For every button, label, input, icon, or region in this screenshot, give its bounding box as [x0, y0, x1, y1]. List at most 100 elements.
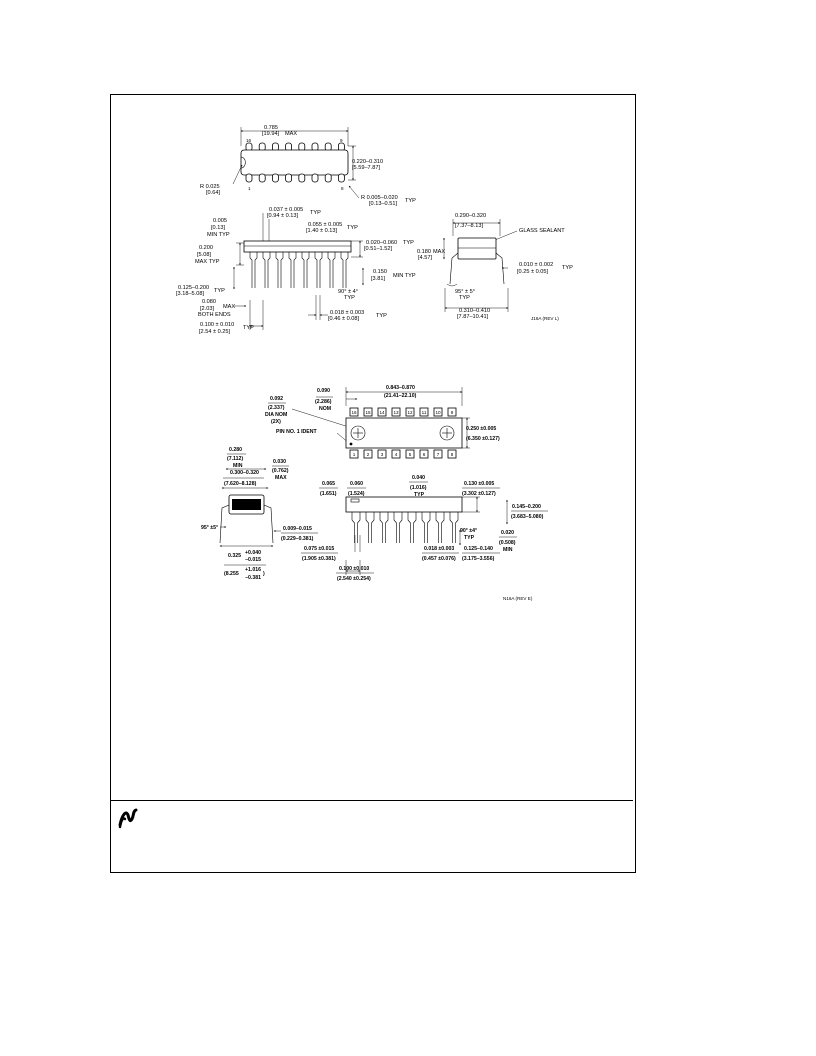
- cerdip-pin16: 16: [246, 138, 252, 143]
- pdip-hole-left: [350, 425, 366, 441]
- cerdip-corner-radius-in: R 0.005–0.020: [361, 195, 398, 201]
- pdip-top-view: 0.843–0.870 (21.41–22.10) 0.090 (2.286) …: [265, 385, 500, 459]
- national-semiconductor-logo: [118, 808, 138, 829]
- pdip-top-pin-label: 12: [407, 410, 413, 415]
- pdip-side-lead-left: [219, 504, 230, 544]
- cerdip-pitch-typ: TYP: [243, 325, 254, 331]
- cerdip-side-lead-left: [449, 252, 459, 285]
- pdip-side-angle: 95° ±5°: [201, 525, 218, 531]
- pdip-front-lead: [449, 512, 453, 543]
- cerdip-side-lead-right: [495, 252, 505, 285]
- pdip-top-pin: [447, 407, 457, 417]
- cerdip-spread-mm: [7.87–10.41]: [457, 314, 489, 320]
- cerdip-min-lead-note: MIN TYP: [393, 273, 416, 279]
- cerdip-front-leads: [249, 252, 349, 288]
- pdip-shoulder-width-mm: (1.905 ±0.381): [302, 556, 336, 562]
- pdip-hole-in: 0.092: [270, 396, 283, 402]
- pdip-bottom-pin-label: 7: [437, 452, 440, 457]
- pdip-front-angle-typ: TYP: [464, 535, 475, 541]
- pdip-body-height-in: 0.130 ±0.005: [464, 481, 494, 487]
- pdip-top-pin: [405, 407, 415, 417]
- pdip-min-seat-mm: (0.508): [499, 540, 516, 546]
- footer-rule: [110, 800, 633, 801]
- cerdip-shoulder-in: 0.055 ± 0.005: [308, 222, 342, 228]
- pdip-min-row-mm: (7.112): [227, 456, 243, 462]
- cerdip-width-mm: [5.59–7.87]: [352, 165, 380, 171]
- pdip-hole-right: [439, 425, 455, 441]
- pdip-bottom-pin: [405, 449, 415, 459]
- pdip-top-pin-label: 15: [365, 410, 371, 415]
- pdip-bottom-pin: [377, 449, 387, 459]
- pdip-ledge-note: MAX: [275, 475, 287, 481]
- cerdip-front-lead: [301, 252, 305, 288]
- pdip-offset-mm: (2.286): [315, 399, 332, 405]
- cerdip-lead-length-typ: TYP: [214, 288, 225, 294]
- pdip-top-pin: [433, 407, 443, 417]
- cerdip-front-lead: [340, 252, 344, 288]
- pdip-body-side-fill: [232, 499, 261, 510]
- pdip-pitch-mm: (2.540 ±0.254): [337, 576, 371, 582]
- pdip-top-pin: [377, 407, 387, 417]
- cerdip-end-note: MIN TYP: [207, 232, 230, 238]
- cerdip-seat-in: 0.020–0.060: [366, 240, 397, 246]
- cerdip-lead-thickness-typ: TYP: [562, 265, 573, 271]
- cerdip-front-lead: [262, 252, 266, 288]
- cerdip-spread-typ: TYP: [459, 295, 470, 301]
- cerdip-bottom-lead: [271, 173, 279, 183]
- cerdip-angle-typ: TYP: [344, 295, 355, 301]
- cerdip-shoulder-mm: [1.40 ± 0.13]: [306, 228, 338, 234]
- pdip-spread-tol-plus-in: +0.040: [245, 550, 261, 556]
- pdip-row-in: 0.300–0.320: [230, 470, 259, 476]
- pdip-front-view: 0.065 (1.651) 0.060 (1.524) 0.040 (1.016…: [301, 475, 548, 601]
- cerdip-bottom-lead: [298, 173, 306, 183]
- cerdip-bottom-lead: [285, 173, 293, 183]
- cerdip-front-view: 0.037 ± 0.005 [0.94 ± 0.13] TYP 0.005 [0…: [176, 207, 416, 335]
- pdip-thickness-mm: (0.457 ±0.076): [422, 556, 456, 562]
- cerdip-body-front: [243, 240, 352, 253]
- cerdip-spread-angle: 95° ± 5°: [455, 289, 475, 295]
- cerdip-lead-length-mm: [3.18–5.08]: [176, 291, 204, 297]
- pdip-offset-note: NOM: [319, 406, 331, 412]
- cerdip-seat-typ: TYP: [403, 240, 414, 246]
- pdip-lead-length-mm: (3.175–3.556): [462, 556, 495, 562]
- pdip-front-angle: 90° ±4°: [460, 528, 477, 534]
- cerdip-end-mm: [0.13]: [211, 225, 225, 231]
- cerdip-thickness-mm: [0.46 ± 0.08]: [328, 316, 360, 322]
- cerdip-body-height-max: MAX: [433, 249, 445, 255]
- pdip-spread-tol-minus-in: −0.015: [245, 557, 261, 563]
- cerdip-front-lead: [275, 252, 279, 288]
- cerdip-body-height-in: 0.180: [417, 249, 431, 255]
- cerdip-angle: 90° ± 4°: [338, 289, 358, 295]
- cerdip-glass-sealant: GLASS SEALANT: [519, 228, 565, 234]
- pdip-body-height-mm: (3.302 ±0.127): [462, 491, 496, 497]
- pdip-top-pin: [349, 407, 359, 417]
- cerdip-notch-radius-in: R 0.025: [200, 184, 220, 190]
- cerdip-length-mm: [19.94]: [262, 131, 280, 137]
- pdip-ledge-in: 0.030: [273, 459, 286, 465]
- pdip-bottom-pin: [363, 449, 373, 459]
- pdip-width-mm: (6.350 ±0.127): [466, 436, 500, 442]
- pdip-side-lead-right: [263, 504, 274, 544]
- pdip-hole-note2: (2X): [271, 419, 281, 425]
- cerdip-body-height-mm: [4.57]: [418, 255, 432, 261]
- cerdip-min-lead-in: 0.150: [373, 269, 387, 275]
- cerdip-pin9: 9: [340, 138, 343, 143]
- pdip-top-pin-label: 13: [393, 410, 399, 415]
- cerdip-spread-in: 0.310–0.410: [459, 308, 490, 314]
- cerdip-corner-radius-mm: [0.13–0.51]: [369, 201, 397, 207]
- pdip-front-lead: [393, 512, 397, 543]
- pdip-shoulder-width-in: 0.075 ±0.015: [304, 546, 334, 552]
- pdip-bottom-pin-label: 8: [451, 452, 454, 457]
- pdip-end-mm: (1.651): [320, 491, 337, 497]
- cerdip-lead-width-typ: TYP: [310, 210, 321, 216]
- cerdip-top-leads-lower: [245, 173, 345, 183]
- cerdip-shoulder-typ: TYP: [347, 225, 358, 231]
- pdip-min-seat-in: 0.020: [501, 530, 514, 536]
- pdip-seat-in: 0.145–0.200: [512, 504, 541, 510]
- pdip-top-pin: [363, 407, 373, 417]
- pdip-end-in: 0.065: [322, 481, 335, 487]
- cerdip-body-top: [240, 149, 349, 176]
